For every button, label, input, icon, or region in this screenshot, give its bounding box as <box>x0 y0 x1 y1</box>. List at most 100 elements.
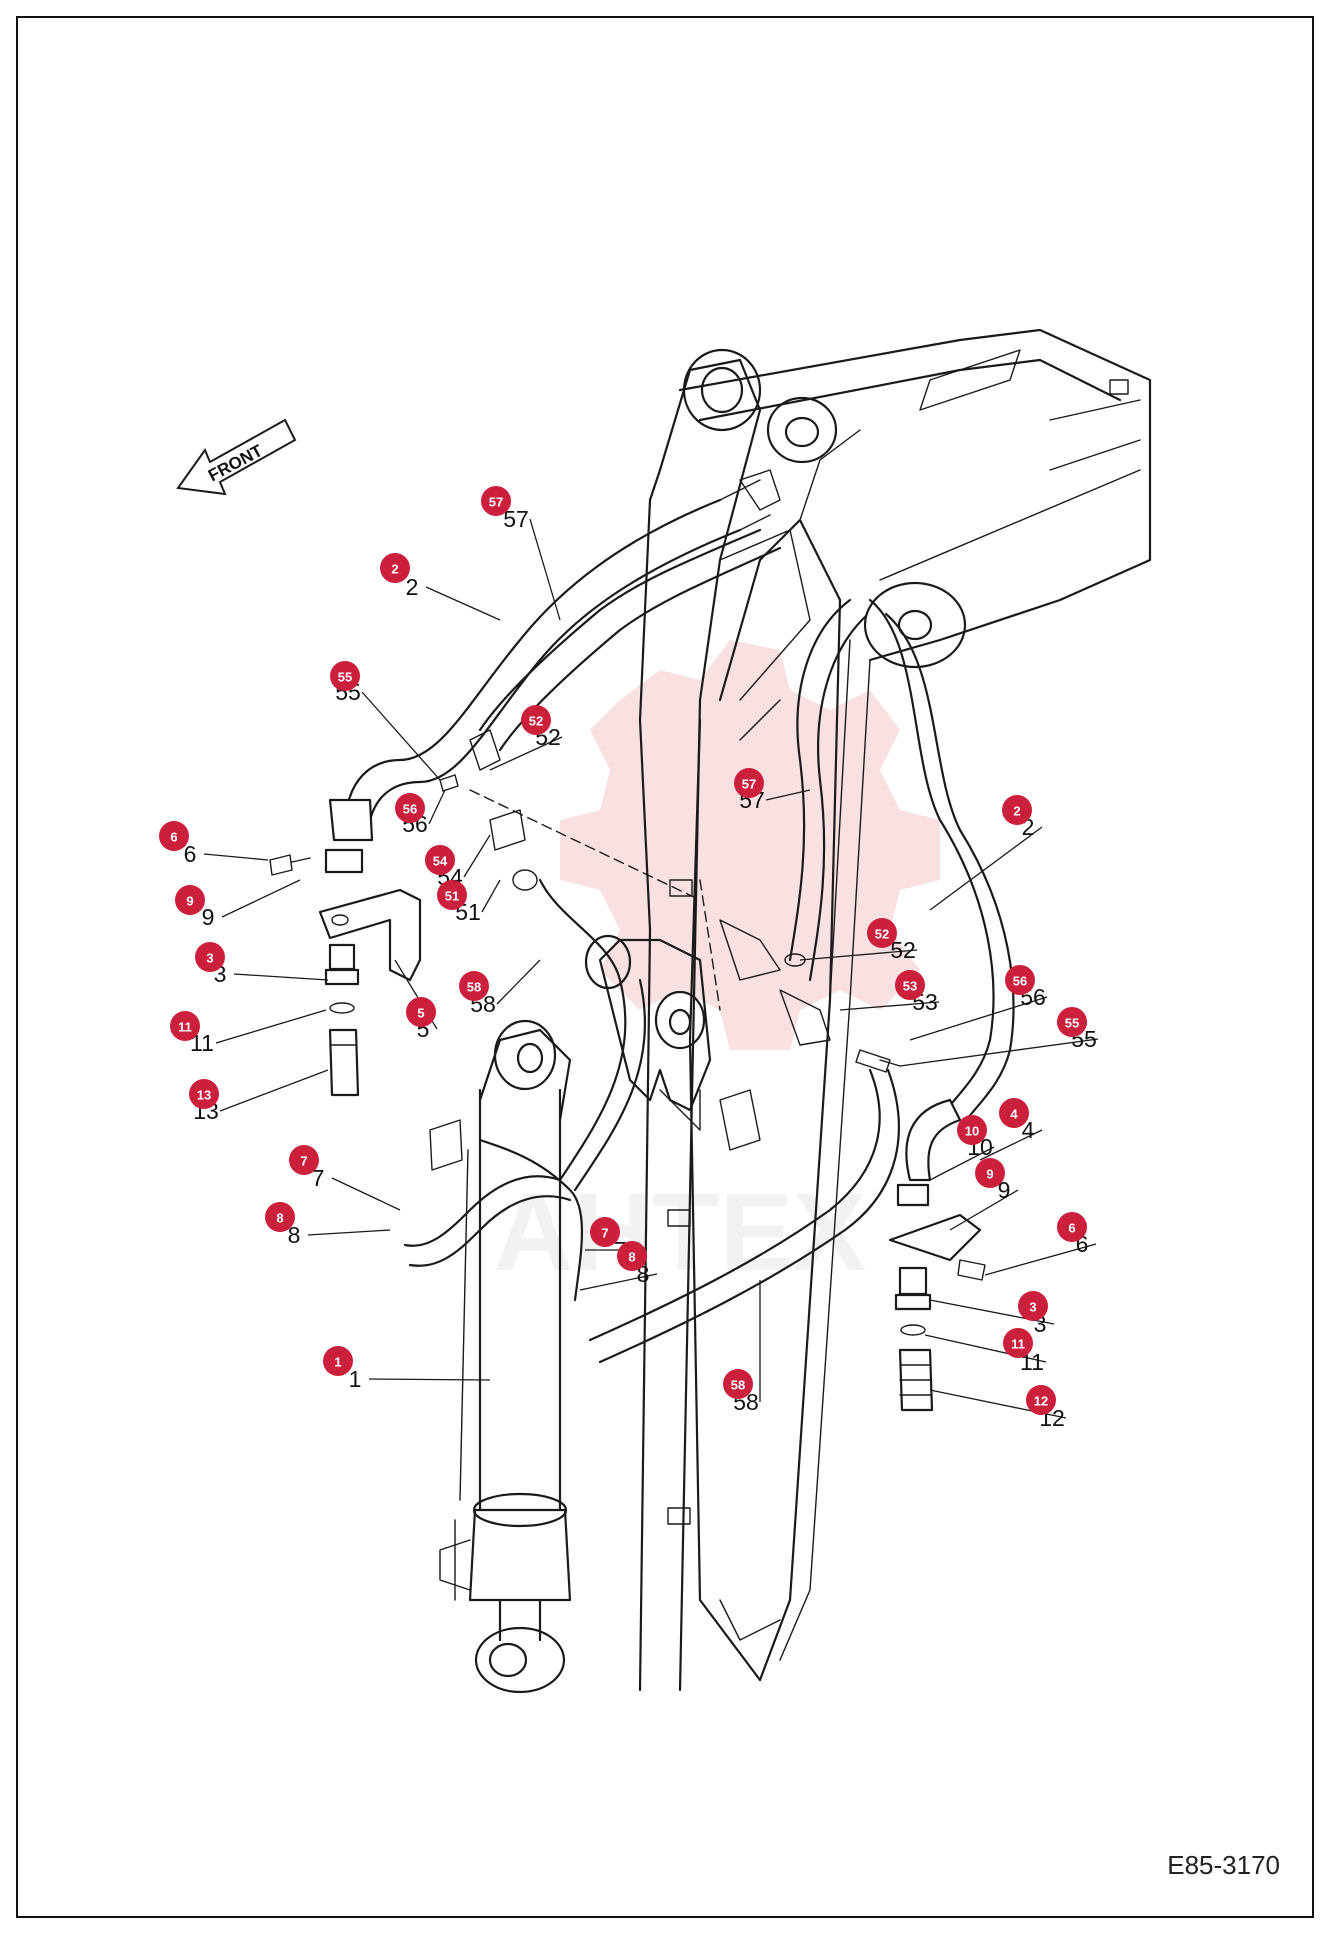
watermark-text: AHTEX <box>494 1171 867 1294</box>
callout-6: 66 <box>984 1212 1097 1276</box>
callout-badge-label: 13 <box>197 1088 211 1103</box>
callout-badge-label: 9 <box>986 1167 993 1182</box>
callout-badge-label: 3 <box>206 951 213 966</box>
callout-leader-line <box>496 959 541 1005</box>
front-arrow: FRONT <box>176 418 297 496</box>
callout-leader-line <box>579 1273 658 1291</box>
callout-badge-label: 56 <box>1013 974 1027 989</box>
callout-leader-line <box>929 1146 995 1181</box>
callout-badge-label: 57 <box>742 777 756 792</box>
callout-badge-label: 3 <box>1029 1300 1036 1315</box>
callout-badge-label: 56 <box>403 802 417 817</box>
excavator-arm-drawing <box>269 328 1152 1694</box>
callout-9: 99 <box>175 879 301 930</box>
callout-badge-label: 8 <box>276 1211 283 1226</box>
callout-badge-label: 4 <box>1010 1107 1018 1122</box>
callout-leader-line <box>361 691 441 781</box>
callout-badge <box>1018 1291 1048 1321</box>
callout-leader-line <box>765 789 811 801</box>
callout-badge <box>289 1145 319 1175</box>
callout-badge <box>867 918 897 948</box>
callout-badge <box>395 793 425 823</box>
callout-badge <box>521 705 551 735</box>
callout-badge <box>1003 1328 1033 1358</box>
callout-leader-line <box>428 789 446 825</box>
callout-badge <box>957 1115 987 1145</box>
callout-2: 22 <box>929 795 1043 911</box>
callout-badge <box>265 1202 295 1232</box>
callout-number: 6 <box>184 841 197 867</box>
callout-number: 4 <box>1022 1117 1035 1143</box>
callout-number: 9 <box>202 904 215 930</box>
callout-badge <box>330 661 360 691</box>
callout-badge <box>406 997 436 1027</box>
callout-2: 22 <box>380 553 501 621</box>
callout-leader-line <box>219 1069 329 1112</box>
callout-badge <box>195 942 225 972</box>
callout-leader-line <box>529 518 561 621</box>
callout-badge <box>159 821 189 851</box>
callout-badge-label: 6 <box>1068 1221 1075 1236</box>
callout-badge-label: 2 <box>1013 804 1020 819</box>
callout-badge-label: 52 <box>875 927 889 942</box>
callout-badge-label: 58 <box>731 1378 745 1393</box>
callout-leader-line <box>331 1177 401 1211</box>
callout-badge <box>617 1241 647 1271</box>
callout-4: 44 <box>979 1098 1043 1161</box>
callout-badge-label: 55 <box>338 670 352 685</box>
callout-badge-label: 52 <box>529 714 543 729</box>
callout-5: 55 <box>394 959 438 1042</box>
callout-badge-label: 55 <box>1065 1016 1079 1031</box>
callout-badge-label: 11 <box>1011 1337 1025 1352</box>
callout-badge <box>1057 1212 1087 1242</box>
callout-leader-line <box>929 826 1043 911</box>
callout-badge <box>1005 965 1035 995</box>
callout-number: 8 <box>288 1222 301 1248</box>
callout-number: 7 <box>312 1165 325 1191</box>
watermark-gear-icon <box>560 640 940 1050</box>
callout-number: 1 <box>349 1366 362 1392</box>
callout-badge-label: 2 <box>391 562 398 577</box>
callout-badge-label: 11 <box>178 1020 192 1035</box>
callout-leader-line <box>215 1009 327 1044</box>
callout-leader-line <box>979 1129 1043 1161</box>
callout-leader-line <box>489 736 563 771</box>
callout-number: 11 <box>190 1030 214 1056</box>
callout-6: 66 <box>159 821 269 867</box>
callout-badge-label: 6 <box>170 830 177 845</box>
callout-badge-label: 57 <box>489 495 503 510</box>
callout-1: 11 <box>323 1346 491 1392</box>
callout-badge <box>590 1217 620 1247</box>
callout-badge <box>481 486 511 516</box>
callout-badge <box>175 885 205 915</box>
callout-leader-line <box>949 1189 1019 1231</box>
callout-badge <box>723 1369 753 1399</box>
callout-badge-label: 1 <box>334 1355 341 1370</box>
callout-badge <box>189 1079 219 1109</box>
callout-badge-label: 10 <box>965 1124 979 1139</box>
diagram-frame <box>16 16 1314 1918</box>
callout-leader-line <box>463 834 491 878</box>
callout-badge <box>425 845 455 875</box>
callout-badge-label: 12 <box>1034 1394 1048 1409</box>
callout-badge <box>975 1158 1005 1188</box>
callout-badge <box>895 970 925 1000</box>
callout-8: 88 <box>265 1202 391 1248</box>
callout-badge <box>1002 795 1032 825</box>
callout-badge <box>380 553 410 583</box>
callout-8: 88 <box>579 1241 658 1291</box>
callout-leader-line <box>221 879 301 918</box>
callout-9: 99 <box>949 1158 1019 1231</box>
callout-leader-line <box>368 1378 491 1381</box>
